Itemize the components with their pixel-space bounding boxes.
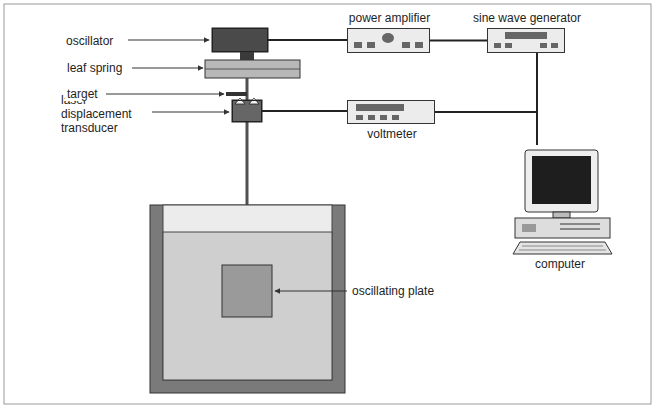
sine-generator-controls [494, 32, 558, 48]
leaf-spring [205, 60, 300, 78]
oscillator-body [212, 28, 268, 52]
oscillator-stem [240, 52, 254, 60]
device-box: power amplifier [347, 28, 430, 53]
device-box: oscillator [212, 28, 268, 52]
frame [4, 4, 651, 404]
laser-beam [235, 98, 259, 104]
device-box: laser displacement transducer [232, 100, 262, 122]
leaf-spring-layer [205, 69, 300, 70]
power-amplifier-body [347, 28, 430, 53]
tank-air [163, 205, 332, 380]
device-label: computer [535, 257, 585, 271]
device-label: voltmeter [367, 127, 416, 141]
liquid [163, 232, 332, 380]
part-label: leaf spring [65, 61, 124, 75]
device-label: oscillator [66, 34, 113, 48]
device-box: sine wave generator [487, 28, 565, 53]
device-box: voltmeter [347, 100, 435, 124]
computer-illustration [513, 150, 612, 254]
sine-generator-body [487, 28, 565, 53]
part-label: target [65, 87, 100, 101]
part-label: oscillating plate [350, 284, 436, 298]
cable [435, 112, 537, 145]
cable [430, 40, 487, 42]
voltmeter-body [347, 100, 435, 124]
device-label: sine wave generator [473, 11, 581, 25]
target-plate [226, 92, 247, 96]
oscillating-plate [222, 265, 272, 317]
device-label: power amplifier [349, 11, 430, 25]
cable [262, 110, 347, 112]
tank-wall [150, 205, 345, 393]
cable [268, 39, 347, 41]
leader-lines [106, 40, 347, 291]
device-box: computer [505, 145, 615, 273]
voltmeter-controls [356, 104, 404, 120]
power-amplifier-buttons [354, 33, 423, 48]
